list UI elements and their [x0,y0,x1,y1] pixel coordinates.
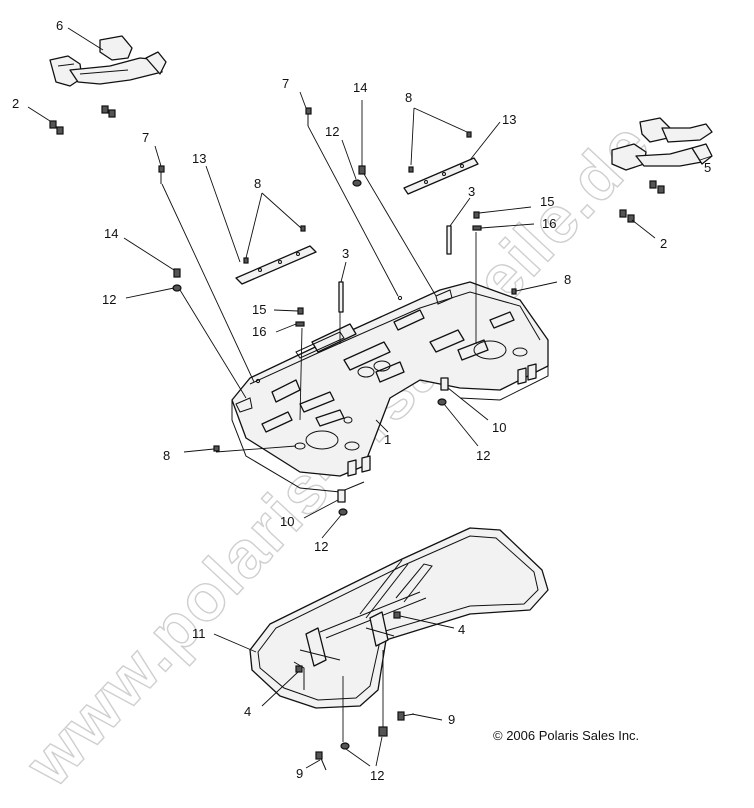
callout-15: 15 [252,302,266,317]
callout-9: 9 [448,712,455,727]
spacers-10 [337,377,449,503]
callout-12: 12 [314,539,328,554]
handle-right [611,117,713,171]
pin-3-left [338,281,344,313]
callout-12: 12 [102,292,116,307]
callout-8: 8 [564,272,571,287]
callout-12: 12 [476,448,490,463]
callout-4: 4 [244,704,251,719]
callout-16: 16 [252,324,266,339]
handle-left [49,35,167,87]
callout-14: 14 [104,226,118,241]
screws-2-right [619,180,665,223]
rack-main [231,281,549,493]
callout-6: 6 [56,18,63,33]
rivets-8 [213,131,517,452]
bolts-9 [295,611,415,771]
bolt-14-right [358,165,366,175]
callout-7: 7 [142,130,149,145]
callout-10: 10 [280,514,294,529]
callouts: 6 2 7 14 8 13 12 7 13 8 14 12 3 15 16 3 … [12,18,711,783]
bolt-7-left [158,165,165,184]
callout-7: 7 [282,76,289,91]
screws-2-left [49,105,116,135]
bolt-7-right [305,107,312,126]
callout-4: 4 [458,622,465,637]
callout-13: 13 [502,112,516,127]
washers-12 [172,179,447,750]
callout-13: 13 [192,151,206,166]
callout-11: 11 [192,626,206,641]
bolt-14-left [173,268,181,278]
pin-3-right [446,225,452,255]
copyright-text: © 2006 Polaris Sales Inc. [493,728,639,743]
callout-2: 2 [12,96,19,111]
strip-13-left [235,245,317,285]
callout-9: 9 [296,766,303,781]
callout-8: 8 [254,176,261,191]
callout-16: 16 [542,216,556,231]
callout-2: 2 [660,236,667,251]
leader-lines [27,27,713,769]
callout-3: 3 [468,184,475,199]
callout-10: 10 [492,420,506,435]
callout-8: 8 [405,90,412,105]
callout-8: 8 [163,448,170,463]
strip-13-right [403,157,479,195]
callout-12: 12 [370,768,384,783]
callout-5: 5 [704,160,711,175]
callout-15: 15 [540,194,554,209]
callout-3: 3 [342,246,349,261]
callout-14: 14 [353,80,367,95]
callout-12: 12 [325,124,339,139]
callout-1: 1 [384,432,391,447]
